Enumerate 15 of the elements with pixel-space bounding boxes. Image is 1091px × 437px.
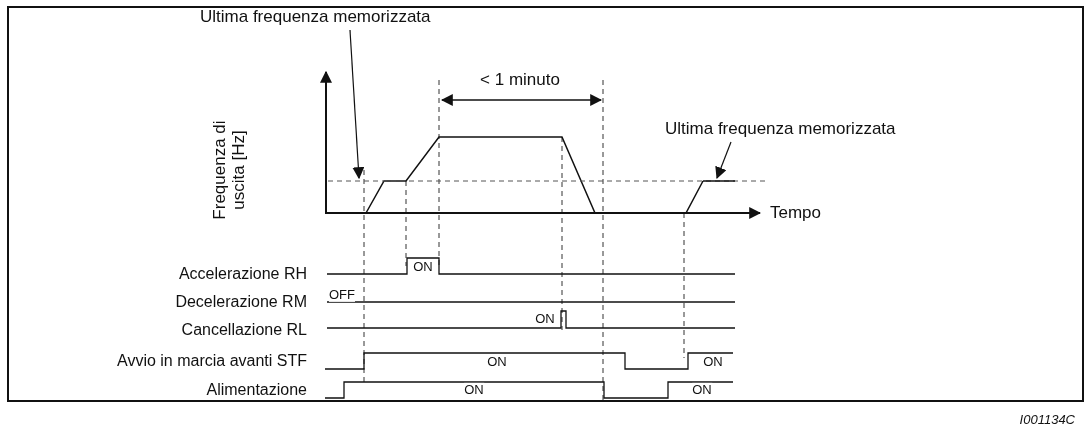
leader-line xyxy=(715,141,732,180)
state-label: OFF xyxy=(329,287,355,303)
signal-label: Decelerazione RM xyxy=(175,293,307,311)
callout-text: Ultima frequenza memorizzata xyxy=(200,8,431,27)
signal-label: Cancellazione RL xyxy=(181,321,307,339)
axis-label: Tempo xyxy=(770,203,822,223)
reference-line xyxy=(327,180,766,182)
signal-label: Alimentazione xyxy=(206,381,307,399)
axis-title: Frequenza di uscita [Hz] xyxy=(211,119,249,222)
signal-label: Avvio in marcia avanti STF xyxy=(117,352,307,370)
leader-line xyxy=(349,29,365,180)
figure-code: I001134C xyxy=(1019,412,1075,428)
callout-text: Ultima frequenza memorizzata xyxy=(665,120,896,139)
signal-label: Accelerazione RH xyxy=(178,265,307,283)
dimension-label: < 1 minuto xyxy=(480,70,560,90)
